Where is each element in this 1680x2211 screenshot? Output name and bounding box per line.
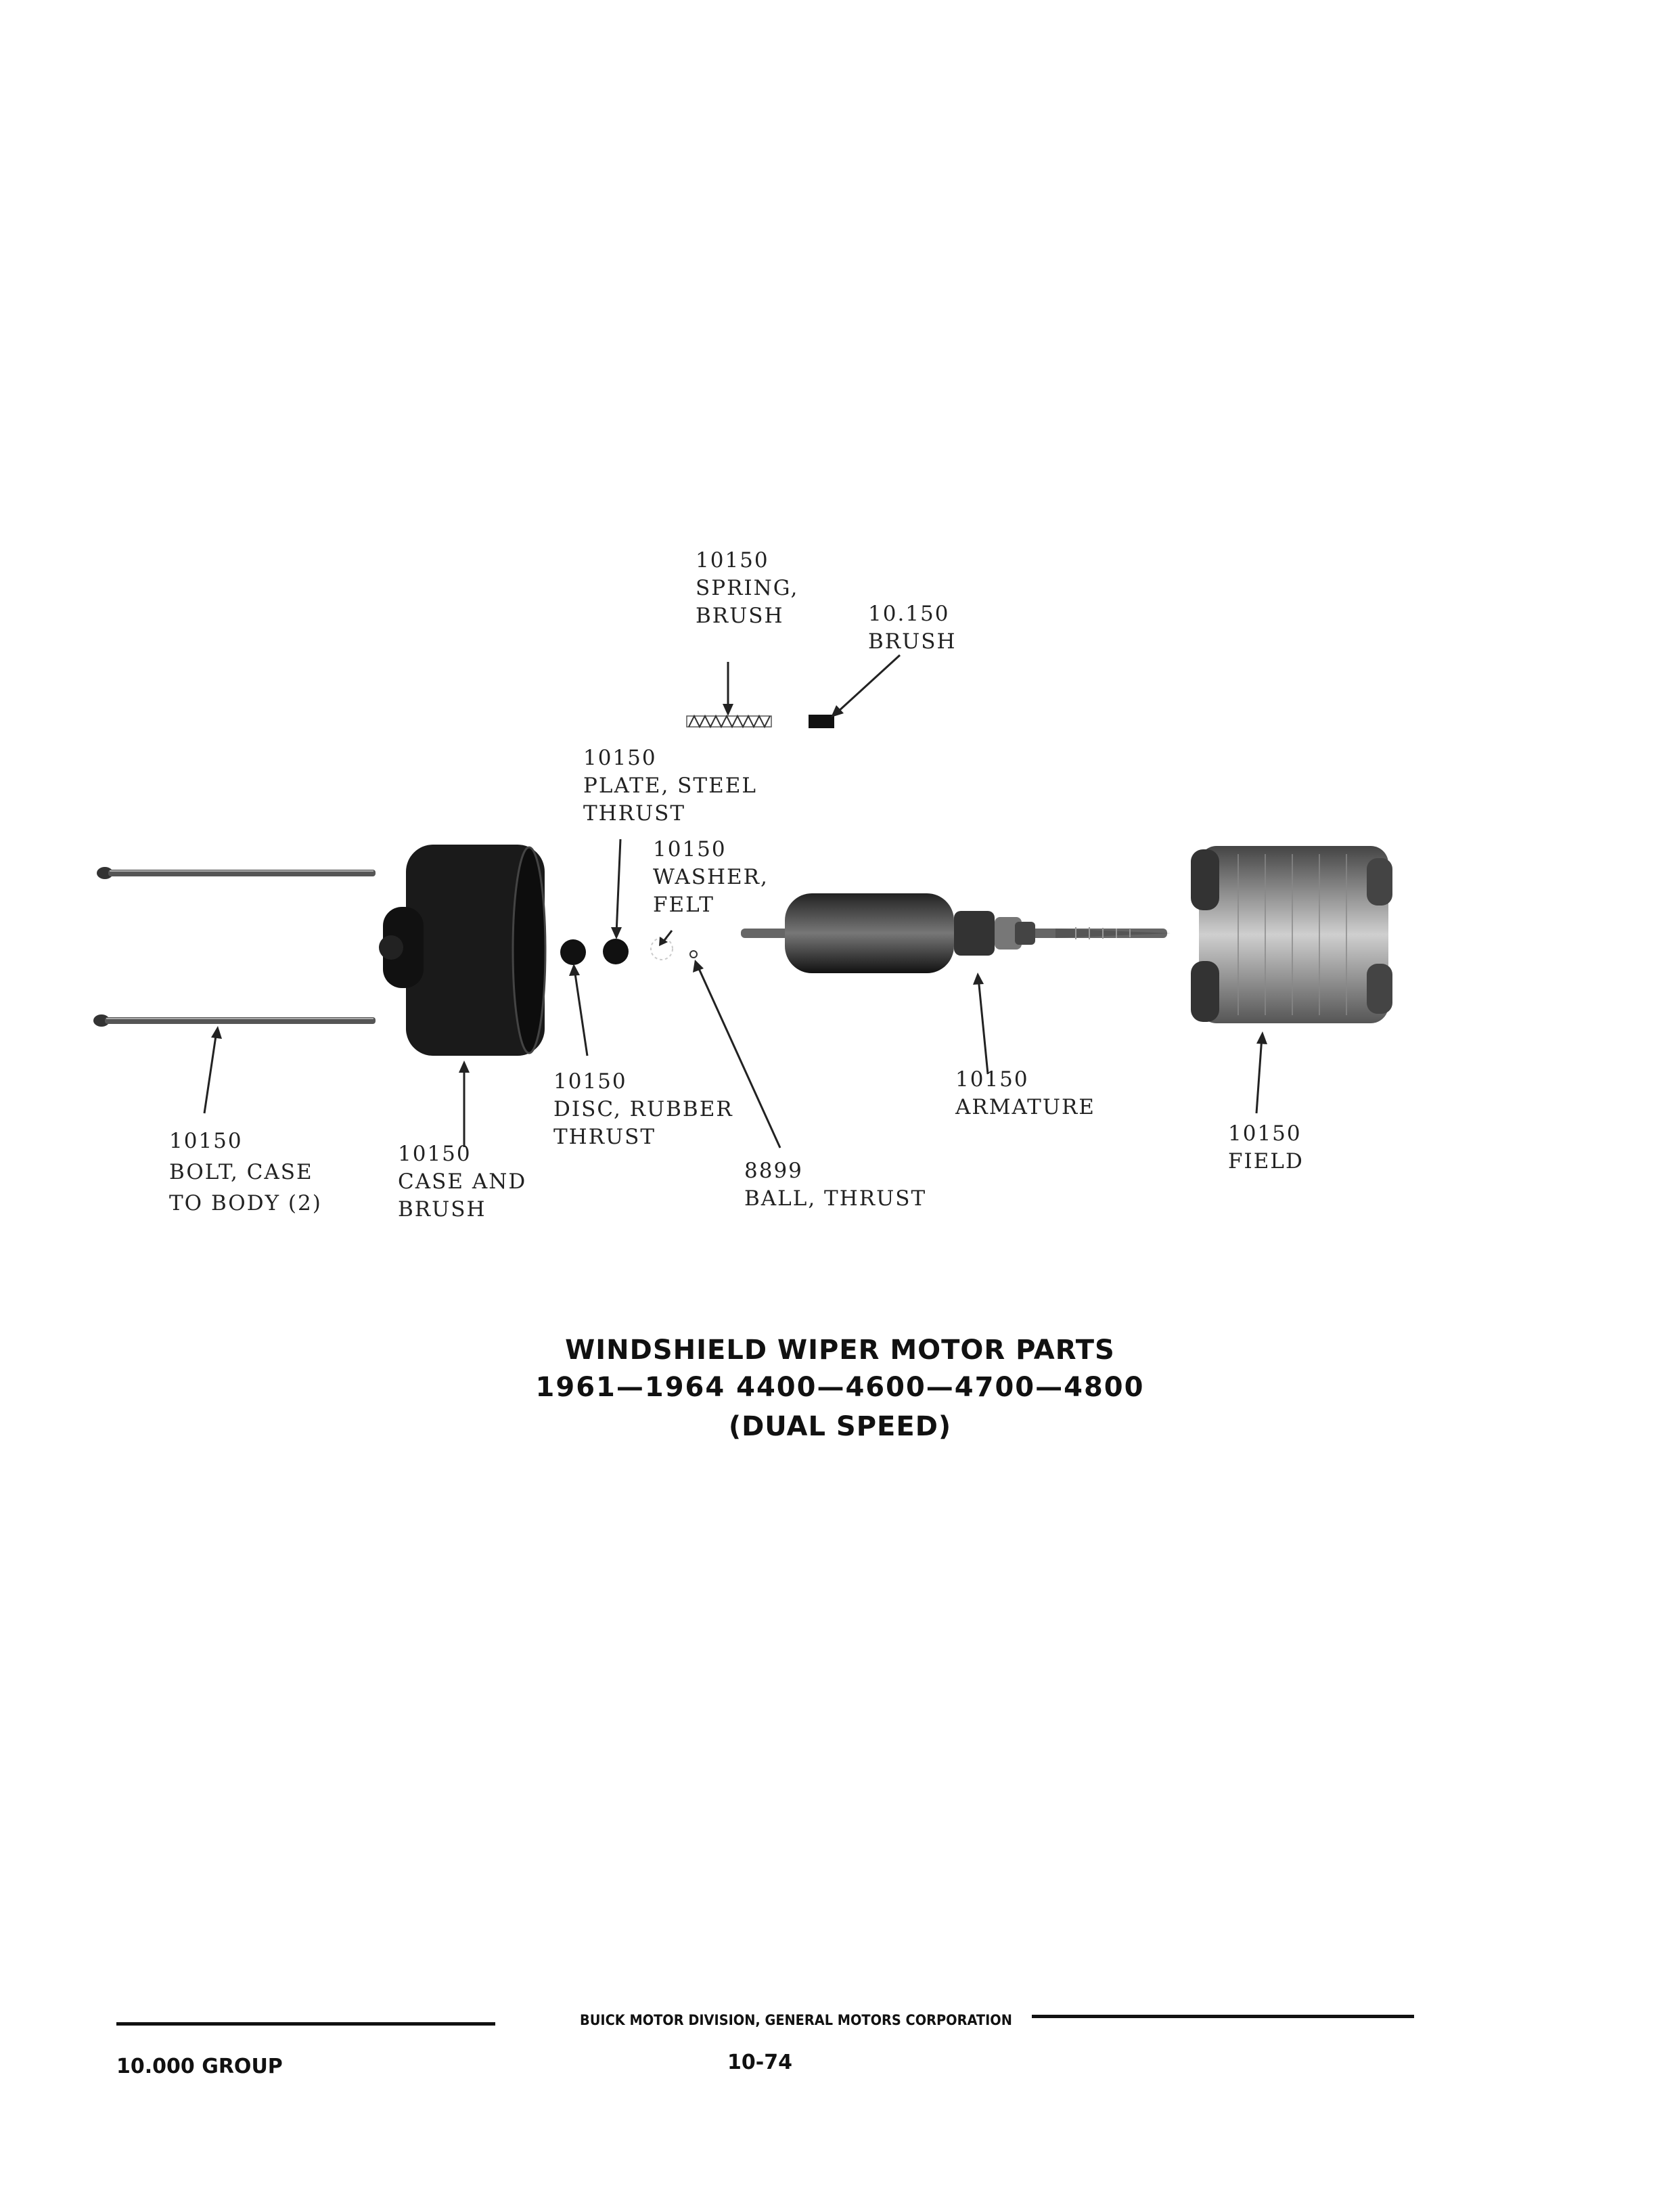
label-ball-thrust: 8899 BALL, THRUST	[744, 1157, 926, 1213]
part-name: BOLT, CASE	[169, 1160, 313, 1184]
armature-illustration	[741, 893, 1171, 973]
part-name: BRUSH	[696, 604, 784, 628]
case-illustration	[379, 845, 547, 1056]
caption-title: WINDSHIELD WIPER MOTOR PARTS	[565, 1335, 1115, 1366]
leader-lines	[203, 654, 1267, 1148]
brush-illustration	[809, 715, 834, 728]
bolt-illustration-upper	[97, 867, 376, 879]
part-name: PLATE, STEEL	[583, 774, 757, 798]
label-case-and-brush: 10150 CASE AND BRUSH	[398, 1140, 526, 1224]
label-spring-brush: 10150 SPRING, BRUSH	[696, 547, 798, 630]
caption-models: 1961—1964 4400—4600—4700—4800	[535, 1372, 1145, 1403]
part-name: DISC, RUBBER	[553, 1097, 733, 1121]
footer-group: 10.000 GROUP	[116, 2055, 283, 2078]
part-number: 10150	[169, 1129, 243, 1153]
footer-rule-left	[116, 2022, 495, 2026]
part-name: ARMATURE	[955, 1095, 1095, 1119]
part-number: 8899	[744, 1159, 803, 1183]
part-name: SPRING,	[696, 576, 799, 600]
part-number: 10.150	[868, 602, 950, 626]
label-field: 10150 FIELD	[1228, 1120, 1304, 1176]
part-name: THRUST	[553, 1125, 656, 1149]
part-number: 10150	[1228, 1121, 1302, 1146]
bolt-illustration-lower	[93, 1014, 376, 1027]
part-name: FIELD	[1228, 1149, 1304, 1174]
part-number: 10150	[955, 1067, 1029, 1092]
label-washer-felt: 10150 WASHER, FELT	[653, 836, 769, 919]
part-name: FELT	[653, 893, 714, 917]
caption-variant: (DUAL SPEED)	[728, 1411, 952, 1442]
footer-page-number: 10-74	[727, 2051, 792, 2074]
label-plate-steel-thrust: 10150 PLATE, STEEL THRUST	[583, 744, 757, 828]
part-name: WASHER,	[653, 865, 769, 889]
ball-illustration	[689, 950, 698, 958]
disc-illustration	[560, 939, 586, 965]
label-bolt-case: 10150 BOLT, CASE TO BODY (2)	[169, 1125, 322, 1219]
part-number: 10150	[583, 746, 657, 770]
label-armature: 10150 ARMATURE	[955, 1066, 1095, 1121]
part-name: BRUSH	[868, 629, 957, 654]
part-name: THRUST	[583, 801, 686, 826]
spring-illustration	[686, 714, 772, 729]
part-number: 10150	[696, 548, 769, 573]
part-name: CASE AND	[398, 1169, 527, 1194]
part-number: 10150	[553, 1069, 627, 1094]
part-number: 10150	[653, 837, 727, 862]
part-number: 10150	[398, 1142, 472, 1166]
footer-division: BUICK MOTOR DIVISION, GENERAL MOTORS COR…	[580, 2012, 1012, 2028]
label-disc-rubber-thrust: 10150 DISC, RUBBER THRUST	[553, 1068, 733, 1151]
plate-illustration	[603, 939, 629, 964]
part-name: TO BODY (2)	[169, 1191, 322, 1215]
part-name: BALL, THRUST	[744, 1186, 927, 1211]
label-brush: 10.150 BRUSH	[868, 600, 957, 656]
footer-rule-right	[1032, 2015, 1414, 2018]
part-name: BRUSH	[398, 1197, 486, 1222]
field-illustration	[1191, 846, 1392, 1023]
